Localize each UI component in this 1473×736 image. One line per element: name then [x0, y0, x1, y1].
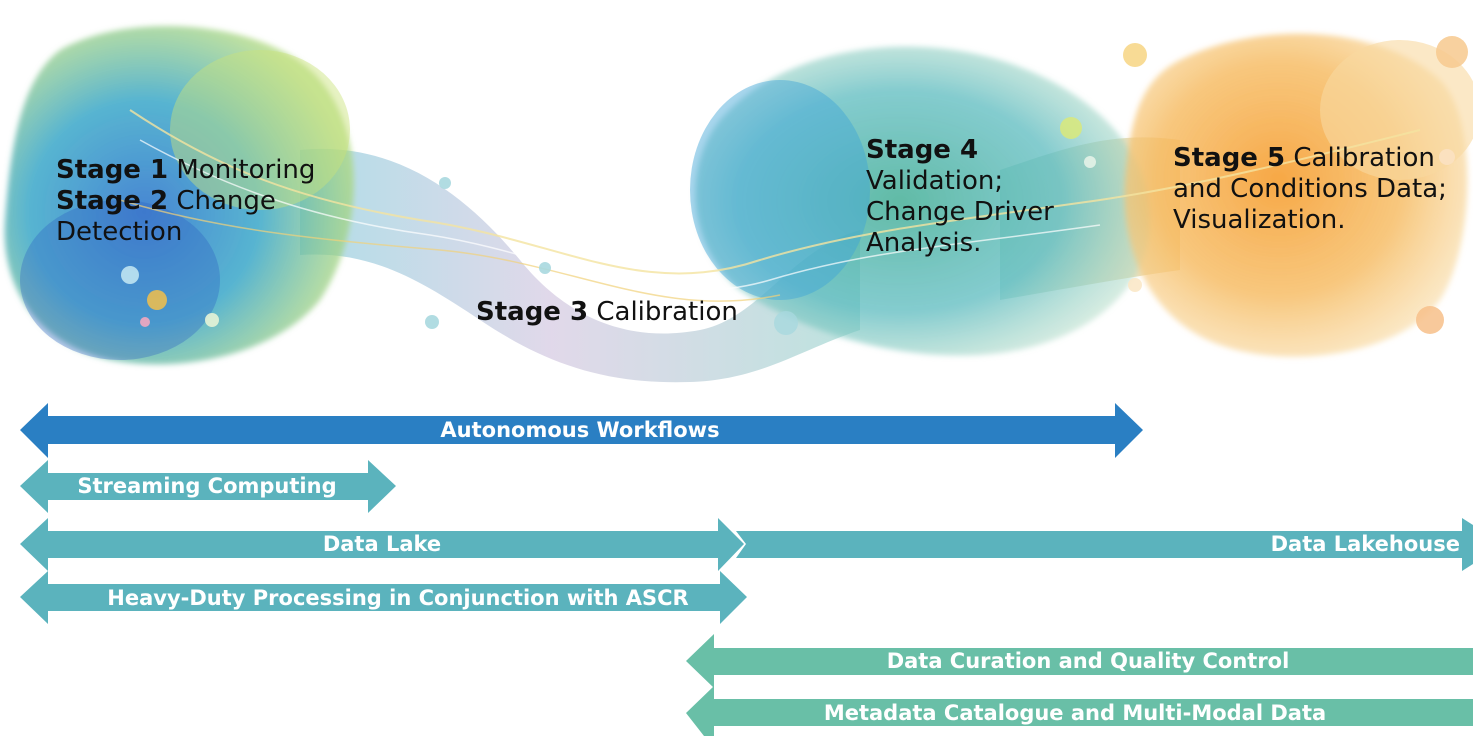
bubble — [539, 262, 551, 274]
bubble — [1416, 306, 1444, 334]
bubble — [147, 290, 167, 310]
ribbon-left-mid — [300, 148, 860, 383]
blob-stage-4 — [695, 46, 1150, 356]
heavy-duty-processing-label: Heavy-Duty Processing in Conjunction wit… — [107, 586, 688, 610]
stage-4-text: Validation; Change Driver Analysis. — [866, 166, 1054, 258]
bubble — [1128, 278, 1142, 292]
data-curation-label: Data Curation and Quality Control — [887, 649, 1290, 673]
autonomous-workflows-arrow — [20, 403, 1143, 458]
streaming-computing-label: Streaming Computing — [77, 474, 336, 498]
stage-3-label: Stage 3 Calibration — [476, 297, 776, 328]
flow-line — [139, 139, 1101, 292]
bubble — [1084, 156, 1096, 168]
stage-3-title: Stage 3 — [476, 297, 589, 327]
heavy-duty-processing-arrow — [20, 571, 747, 624]
blob-stage-4-blue — [690, 80, 870, 300]
blob-stage-1-2 — [4, 26, 354, 365]
autonomous-workflows-label: Autonomous Workflows — [440, 418, 719, 442]
bubble — [1436, 36, 1468, 68]
data-lake-arrow — [20, 518, 744, 571]
bubble — [439, 177, 451, 189]
stage-3-text: Calibration — [596, 297, 738, 327]
blob-stage-1-2-highlight — [170, 50, 350, 210]
bubbles — [121, 36, 1468, 335]
metadata-catalogue-arrow — [686, 686, 1473, 736]
data-curation-arrow — [686, 634, 1473, 688]
streaming-computing-arrow — [20, 460, 396, 513]
data-lake-label: Data Lake — [323, 532, 441, 556]
data-lakehouse-arrow — [736, 518, 1473, 571]
stage-1-title: Stage 1 — [56, 155, 169, 185]
bubble — [205, 313, 219, 327]
bubble — [1123, 43, 1147, 67]
blob-stage-1-2-deep — [20, 200, 220, 360]
arrow-bars: Autonomous Workflows Streaming Computing… — [20, 403, 1473, 736]
stage-2-line: Stage 2 Change Detection — [56, 186, 306, 248]
stage-5-title: Stage 5 — [1173, 143, 1286, 173]
stage-1-2-label: Stage 1 Monitoring Stage 2 Change Detect… — [56, 155, 376, 248]
stage-5-label: Stage 5 Calibration and Conditions Data;… — [1173, 143, 1463, 236]
bubble — [1060, 117, 1082, 139]
bubble — [425, 315, 439, 329]
bubble — [774, 311, 798, 335]
bubble — [1439, 149, 1455, 165]
bubble — [140, 317, 150, 327]
metadata-catalogue-label: Metadata Catalogue and Multi-Modal Data — [824, 701, 1326, 725]
stage-4-label: Stage 4 Validation; Change Driver Analys… — [866, 135, 1081, 259]
flow-artwork — [4, 26, 1473, 383]
stage-4-title: Stage 4 — [866, 135, 979, 165]
stage-1-line: Stage 1 Monitoring — [56, 155, 376, 186]
flow-line — [119, 199, 781, 302]
flow-line — [129, 109, 1421, 275]
data-lakehouse-label: Data Lakehouse — [1271, 532, 1460, 556]
stage-5-text: Calibration and Conditions Data; Visuali… — [1173, 143, 1447, 235]
stage-2-title: Stage 2 — [56, 186, 169, 216]
bubble — [121, 266, 139, 284]
stage-2-text: Change Detection — [56, 186, 276, 247]
stage-1-text: Monitoring — [176, 155, 316, 185]
